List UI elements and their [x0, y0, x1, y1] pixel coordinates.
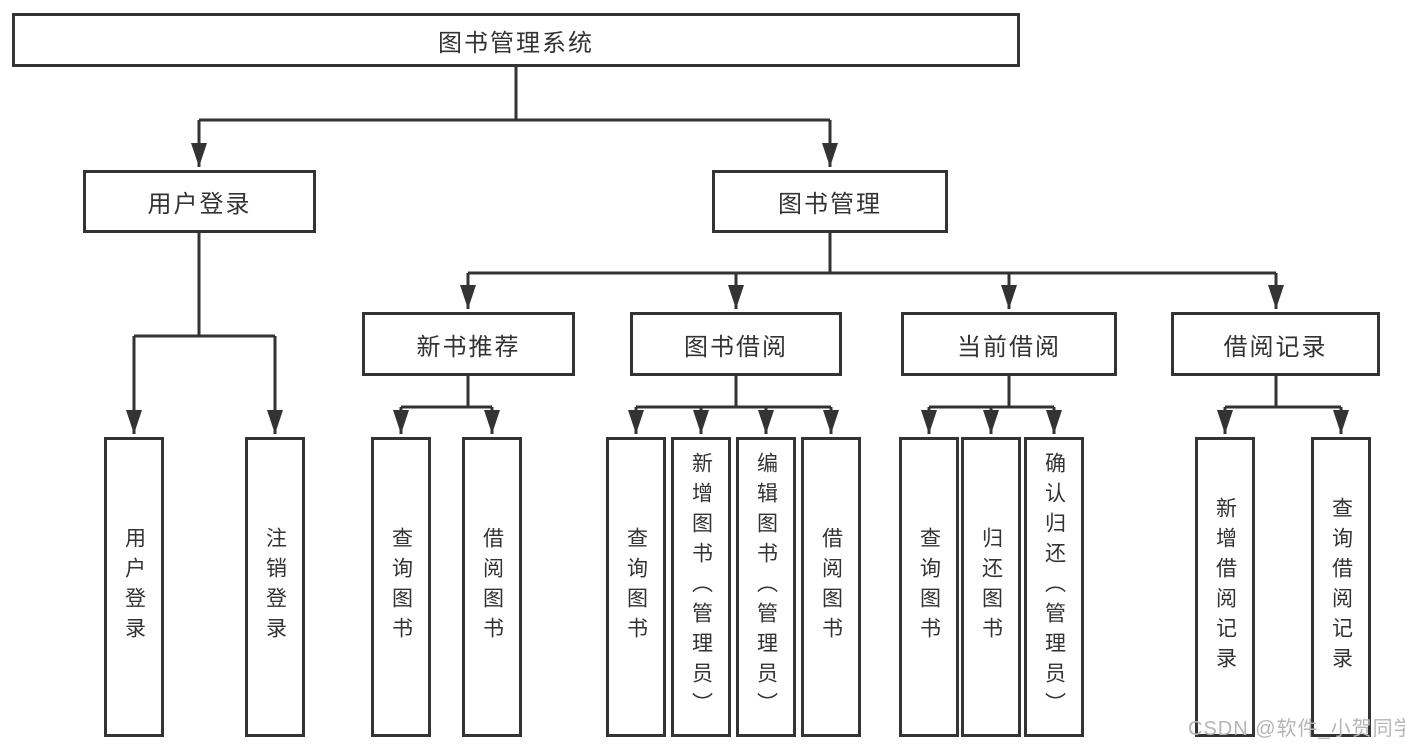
node-label: 编辑图书（管理员） — [754, 452, 778, 722]
leaf-add-book-admin: 新增图书（管理员） — [671, 437, 731, 737]
node-system-root: 图书管理系统 — [12, 13, 1020, 67]
connector-trunks — [134, 67, 1341, 409]
node-label: 当前借阅 — [957, 333, 1061, 361]
leaf-borrow-books-recommend: 借阅图书 — [462, 437, 522, 737]
node-new-book-recommend: 新书推荐 — [362, 312, 575, 376]
leaf-add-borrow-record: 新增借阅记录 — [1195, 437, 1255, 737]
node-label: 借阅图书 — [480, 527, 504, 647]
node-label: 确认归还（管理员） — [1042, 452, 1066, 722]
leaf-logout: 注销登录 — [245, 437, 305, 737]
node-borrowing-records: 借阅记录 — [1171, 312, 1380, 376]
node-label: 借阅记录 — [1223, 333, 1328, 361]
node-label: 用户登录 — [122, 527, 146, 647]
node-label: 查询图书 — [624, 527, 648, 647]
leaf-query-borrow-record: 查询借阅记录 — [1311, 437, 1371, 737]
leaf-query-books-current: 查询图书 — [899, 437, 959, 737]
node-label: 归还图书 — [979, 527, 1003, 647]
node-label: 查询图书 — [389, 527, 413, 647]
node-label: 查询图书 — [917, 527, 941, 647]
node-label: 图书借阅 — [684, 333, 788, 361]
node-user-login: 用户登录 — [83, 170, 316, 233]
node-label: 查询借阅记录 — [1329, 497, 1353, 677]
node-label: 新书推荐 — [416, 333, 521, 361]
leaf-query-books-recommend: 查询图书 — [371, 437, 431, 737]
leaf-edit-book-admin: 编辑图书（管理员） — [736, 437, 796, 737]
node-label: 注销登录 — [263, 527, 287, 647]
node-book-borrowing: 图书借阅 — [630, 312, 842, 376]
leaf-user-login: 用户登录 — [104, 437, 164, 737]
node-label: 借阅图书 — [819, 527, 843, 647]
node-label: 图书管理系统 — [438, 29, 594, 57]
leaf-query-books-borrowing: 查询图书 — [606, 437, 666, 737]
connector-arrows — [126, 120, 1349, 434]
leaf-return-book: 归还图书 — [961, 437, 1021, 737]
node-label: 用户登录 — [147, 191, 252, 218]
node-current-borrowing: 当前借阅 — [901, 312, 1117, 376]
node-label: 新增借阅记录 — [1213, 497, 1237, 677]
leaf-confirm-return-admin: 确认归还（管理员） — [1024, 437, 1084, 737]
watermark: CSDN @软件_小贺同学 — [1188, 718, 1405, 740]
node-label: 图书管理 — [778, 191, 882, 218]
node-label: 新增图书（管理员） — [689, 452, 713, 722]
leaf-borrow-books-borrowing: 借阅图书 — [801, 437, 861, 737]
node-book-management: 图书管理 — [712, 170, 948, 233]
